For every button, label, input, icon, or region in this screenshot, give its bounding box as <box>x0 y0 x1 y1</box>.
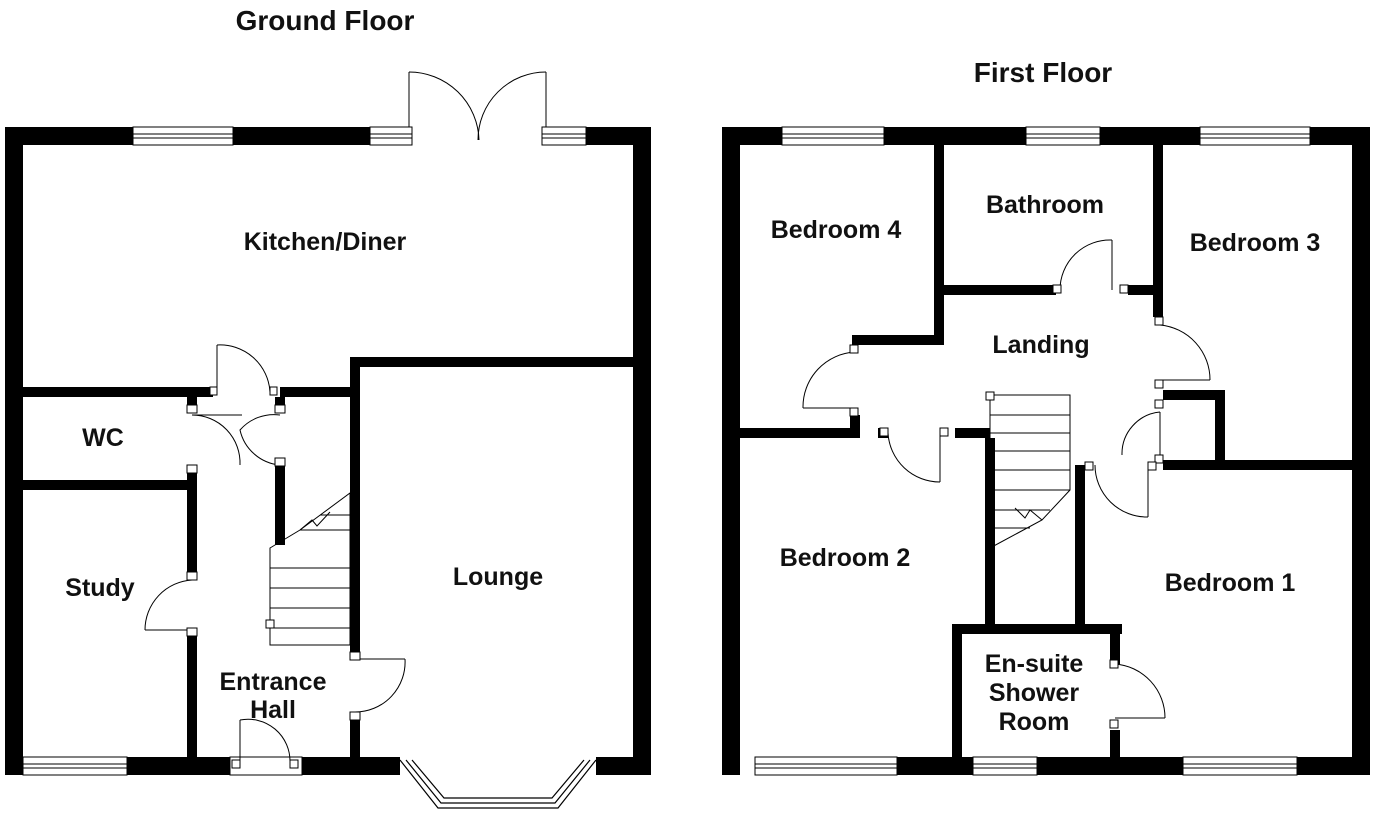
airing-cupboard-door-icon <box>1121 399 1164 464</box>
ground-staircase-icon <box>265 492 351 646</box>
bedroom2-window-icon <box>754 756 898 776</box>
ensuite-label-line2: Shower <box>989 679 1080 707</box>
ensuite-label-line3: Room <box>999 708 1070 736</box>
bathroom-window-icon <box>1025 126 1101 146</box>
first-staircase-icon <box>985 391 1071 549</box>
kitchen-window-left-icon <box>132 126 234 146</box>
first-windows <box>754 126 1311 776</box>
bathroom-door-icon <box>1052 239 1129 294</box>
bedroom2-door-icon <box>879 427 949 483</box>
ensuite-label-line1: En-suite <box>985 650 1084 678</box>
bedroom4-label: Bedroom 4 <box>771 216 902 244</box>
bathroom-label: Bathroom <box>986 191 1104 219</box>
landing-label: Landing <box>992 331 1089 359</box>
kitchen-diner-label: Kitchen/Diner <box>244 228 407 256</box>
study-window-icon <box>22 756 128 776</box>
ground-floor: Ground Floor <box>5 5 651 809</box>
kitchen-window-small-left-icon <box>369 126 413 146</box>
wc-door-icon <box>186 404 242 474</box>
bedroom4-door-icon <box>802 344 859 417</box>
bedroom1-window-icon <box>1182 756 1298 776</box>
bedroom1-label: Bedroom 1 <box>1165 569 1296 597</box>
hall-door-icon <box>239 404 286 467</box>
first-floor: First Floor <box>722 57 1370 776</box>
entrance-hall-label-line2: Hall <box>250 696 296 724</box>
first-floor-title: First Floor <box>974 57 1113 88</box>
french-doors-icon <box>408 71 547 141</box>
bedroom3-door-icon <box>1154 316 1211 389</box>
ground-internal-walls <box>23 357 633 760</box>
hall-kitchen-door-icon <box>209 344 278 396</box>
ground-windows <box>22 126 597 809</box>
study-door-icon <box>144 571 198 637</box>
bedroom3-label: Bedroom 3 <box>1190 229 1321 257</box>
lounge-bay-window-icon <box>399 759 597 809</box>
first-doors <box>802 239 1211 729</box>
bedroom2-label: Bedroom 2 <box>780 544 911 572</box>
ground-floor-title: Ground Floor <box>236 5 415 36</box>
lounge-door-icon <box>349 651 406 721</box>
lounge-label: Lounge <box>453 563 543 591</box>
ground-outer-walls <box>5 127 651 775</box>
bedroom4-window-icon <box>781 126 885 146</box>
ensuite-window-icon <box>972 756 1038 776</box>
ground-doors <box>144 344 406 776</box>
wc-label: WC <box>82 424 124 452</box>
ensuite-door-icon <box>1109 659 1166 729</box>
bedroom1-door-icon <box>1084 461 1157 518</box>
entrance-hall-label-line1: Entrance <box>220 668 327 696</box>
bedroom3-window-icon <box>1199 126 1311 146</box>
kitchen-window-small-right-icon <box>541 126 587 146</box>
front-door-icon <box>229 718 303 776</box>
study-label: Study <box>65 574 135 602</box>
